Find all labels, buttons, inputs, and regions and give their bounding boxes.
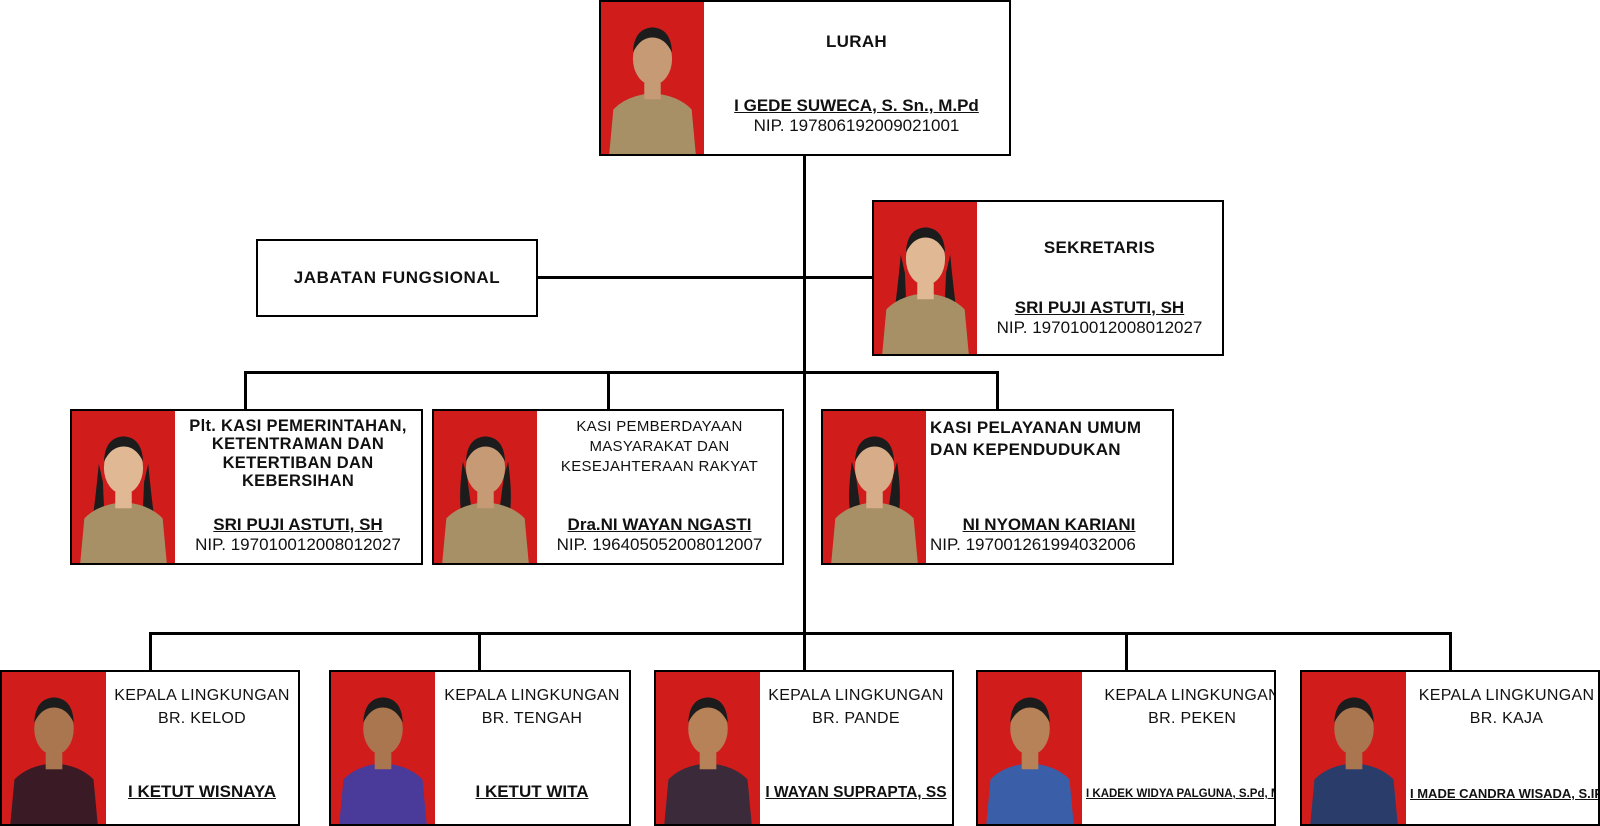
kasi-drop-line — [996, 371, 999, 410]
kaling-kelod-info: KEPALA LINGKUNGAN BR. KELOD I KETUT WISN… — [106, 672, 298, 824]
jabatan-fungsional-box: JABATAN FUNGSIONAL — [256, 239, 538, 317]
kaling-tengah-box: KEPALA LINGKUNGAN BR. TENGAH I KETUT WIT… — [329, 670, 631, 826]
kasi-pemberdayaan-name: Dra.NI WAYAN NGASTI — [567, 515, 752, 534]
kasi-pelayanan-box: KASI PELAYANAN UMUM DAN KEPENDUDUKAN NI … — [821, 409, 1174, 565]
sekretaris-nip: NIP. 197010012008012027 — [996, 318, 1203, 337]
kaling-drop-line — [1449, 632, 1452, 672]
kaling-kelod-title: KEPALA LINGKUNGAN BR. KELOD — [114, 687, 290, 728]
kaling-peken-box: KEPALA LINGKUNGAN BR. PEKEN I KADEK WIDY… — [976, 670, 1276, 826]
kasi-pemberdayaan-nip: NIP. 196405052008012007 — [556, 535, 763, 554]
kasi-pemberdayaan-info: KASI PEMBERDAYAAN MASYARAKAT DAN KESEJAH… — [537, 411, 782, 563]
lurah-photo — [601, 2, 704, 154]
kaling-pande-info: KEPALA LINGKUNGAN BR. PANDE I WAYAN SUPR… — [760, 672, 952, 824]
kasi-pelayanan-info: KASI PELAYANAN UMUM DAN KEPENDUDUKAN NI … — [926, 411, 1172, 563]
kasi-pemerintahan-title: Plt. KASI PEMERINTAHAN, KETENTRAMAN DAN … — [189, 417, 407, 491]
kaling-kelod-name: I KETUT WISNAYA — [128, 782, 276, 801]
kaling-drop-line — [149, 632, 152, 672]
kaling-kaja-name: I MADE CANDRA WISADA, S.IP — [1410, 786, 1600, 801]
kaling-pande-title: KEPALA LINGKUNGAN BR. PANDE — [768, 687, 944, 728]
sekretaris-title: SEKRETARIS — [1043, 238, 1156, 257]
kaling-drop-line — [803, 632, 806, 672]
sekretaris-name: SRI PUJI ASTUTI, SH — [1014, 298, 1185, 317]
kasi-pemerintahan-nip: NIP. 197010012008012027 — [195, 535, 401, 554]
kaling-kaja-box: KEPALA LINGKUNGAN BR. KAJA I MADE CANDRA… — [1300, 670, 1600, 826]
kasi-pemberdayaan-title: KASI PEMBERDAYAAN MASYARAKAT DAN KESEJAH… — [560, 418, 759, 475]
kasi-pelayanan-nip: NIP. 197001261994032006 — [930, 535, 1136, 554]
kaling-tengah-info: KEPALA LINGKUNGAN BR. TENGAH I KETUT WIT… — [435, 672, 629, 824]
kaling-peken-info: KEPALA LINGKUNGAN BR. PEKEN I KADEK WIDY… — [1082, 672, 1276, 824]
lurah-info: LURAH I GEDE SUWECA, S. Sn., M.Pd NIP. 1… — [704, 2, 1009, 154]
sekretaris-box: SEKRETARIS SRI PUJI ASTUTI, SH NIP. 1970… — [872, 200, 1224, 356]
kasi-drop-line — [244, 371, 247, 410]
kaling-pande-box: KEPALA LINGKUNGAN BR. PANDE I WAYAN SUPR… — [654, 670, 954, 826]
lurah-title: LURAH — [826, 32, 887, 51]
kaling-kelod-photo — [2, 672, 106, 824]
kasi-drop-line — [607, 371, 610, 410]
kasi-pemberdayaan-box: KASI PEMBERDAYAAN MASYARAKAT DAN KESEJAH… — [432, 409, 784, 565]
kaling-drop-line — [478, 632, 481, 672]
sekretaris-info: SEKRETARIS SRI PUJI ASTUTI, SH NIP. 1970… — [977, 202, 1222, 354]
kaling-peken-title: KEPALA LINGKUNGAN BR. PEKEN — [1104, 687, 1276, 728]
kaling-pande-photo — [656, 672, 760, 824]
kaling-tengah-name: I KETUT WITA — [475, 782, 589, 801]
kasi-pemerintahan-box: Plt. KASI PEMERINTAHAN, KETENTRAMAN DAN … — [70, 409, 423, 565]
kaling-kaja-info: KEPALA LINGKUNGAN BR. KAJA I MADE CANDRA… — [1406, 672, 1600, 824]
lurah-nip: NIP. 197806192009021001 — [753, 116, 960, 135]
kaling-kaja-photo — [1302, 672, 1406, 824]
kasi-pemerintahan-photo — [72, 411, 175, 563]
jabatan-fungsional-label: JABATAN FUNGSIONAL — [293, 268, 501, 287]
kaling-tengah-title: KEPALA LINGKUNGAN BR. TENGAH — [444, 687, 620, 728]
lurah-box: LURAH I GEDE SUWECA, S. Sn., M.Pd NIP. 1… — [599, 0, 1011, 156]
sekretaris-photo — [874, 202, 977, 354]
lurah-name: I GEDE SUWECA, S. Sn., M.Pd — [734, 96, 979, 115]
kaling-kelod-box: KEPALA LINGKUNGAN BR. KELOD I KETUT WISN… — [0, 670, 300, 826]
kasi-pemerintahan-name: SRI PUJI ASTUTI, SH — [213, 515, 383, 534]
kasi-pemerintahan-info: Plt. KASI PEMERINTAHAN, KETENTRAMAN DAN … — [175, 411, 421, 563]
kaling-peken-photo — [978, 672, 1082, 824]
kaling-kaja-title: KEPALA LINGKUNGAN BR. KAJA — [1418, 687, 1595, 728]
jabatan-fungsional-connector — [536, 276, 874, 279]
kaling-drop-line — [1125, 632, 1128, 672]
kasi-pelayanan-name: NI NYOMAN KARIANI — [962, 515, 1136, 534]
kaling-peken-name: I KADEK WIDYA PALGUNA, S.Pd, M.Pd — [1086, 788, 1274, 800]
kaling-tengah-photo — [331, 672, 435, 824]
kasi-pelayanan-title: KASI PELAYANAN UMUM DAN KEPENDUDUKAN — [930, 418, 1142, 460]
kaling-horizontal-line — [149, 632, 1452, 635]
kasi-pemberdayaan-photo — [434, 411, 537, 563]
kaling-pande-name: I WAYAN SUPRAPTA, SS — [765, 784, 947, 801]
trunk-line — [803, 152, 806, 634]
kasi-pelayanan-photo — [823, 411, 926, 563]
kasi-horizontal-line — [244, 371, 999, 374]
